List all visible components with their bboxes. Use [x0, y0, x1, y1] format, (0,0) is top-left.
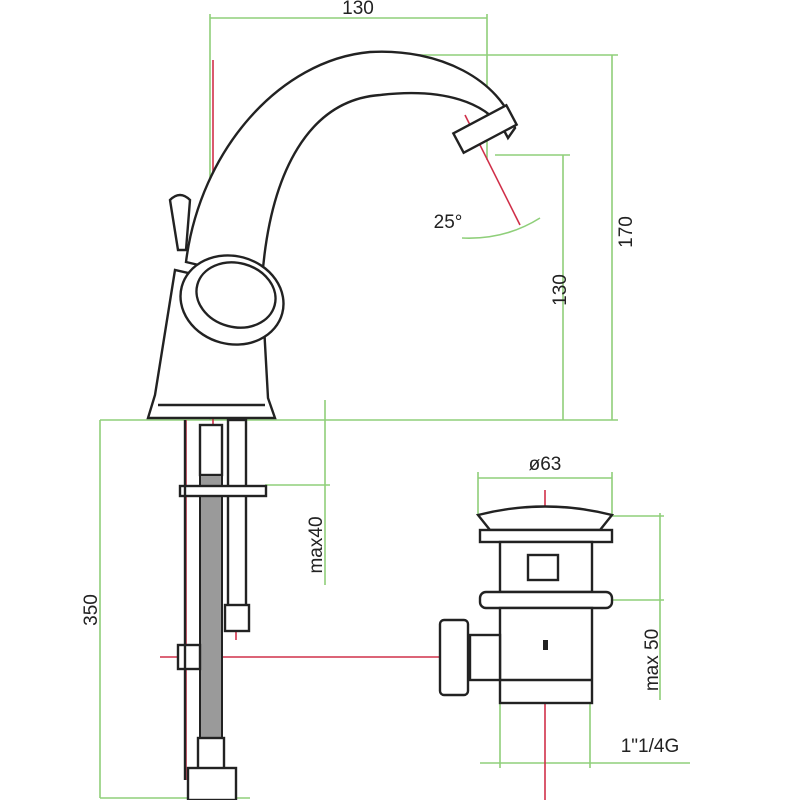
- label-max-deck-thickness: max40: [306, 516, 327, 573]
- lever-handle: [168, 193, 192, 252]
- label-spout-height: 130: [550, 274, 571, 306]
- label-spout-angle: 25°: [434, 212, 463, 233]
- handle-cap: [179, 254, 285, 346]
- pop-up-drain: [438, 505, 615, 705]
- label-max-basin-thickness: max 50: [642, 629, 663, 691]
- label-total-height: 170: [616, 216, 637, 248]
- label-drain-thread: 1"1/4G: [621, 736, 680, 757]
- supply-hoses: [176, 418, 268, 800]
- label-top-width: 130: [342, 0, 374, 19]
- label-drain-diameter: ø63: [529, 454, 562, 475]
- faucet-body: [146, 50, 519, 420]
- dimension-labels: 130 170 130 25° ø63 max40 350 max 50 1"1…: [81, 0, 679, 757]
- label-hose-length: 350: [81, 594, 102, 626]
